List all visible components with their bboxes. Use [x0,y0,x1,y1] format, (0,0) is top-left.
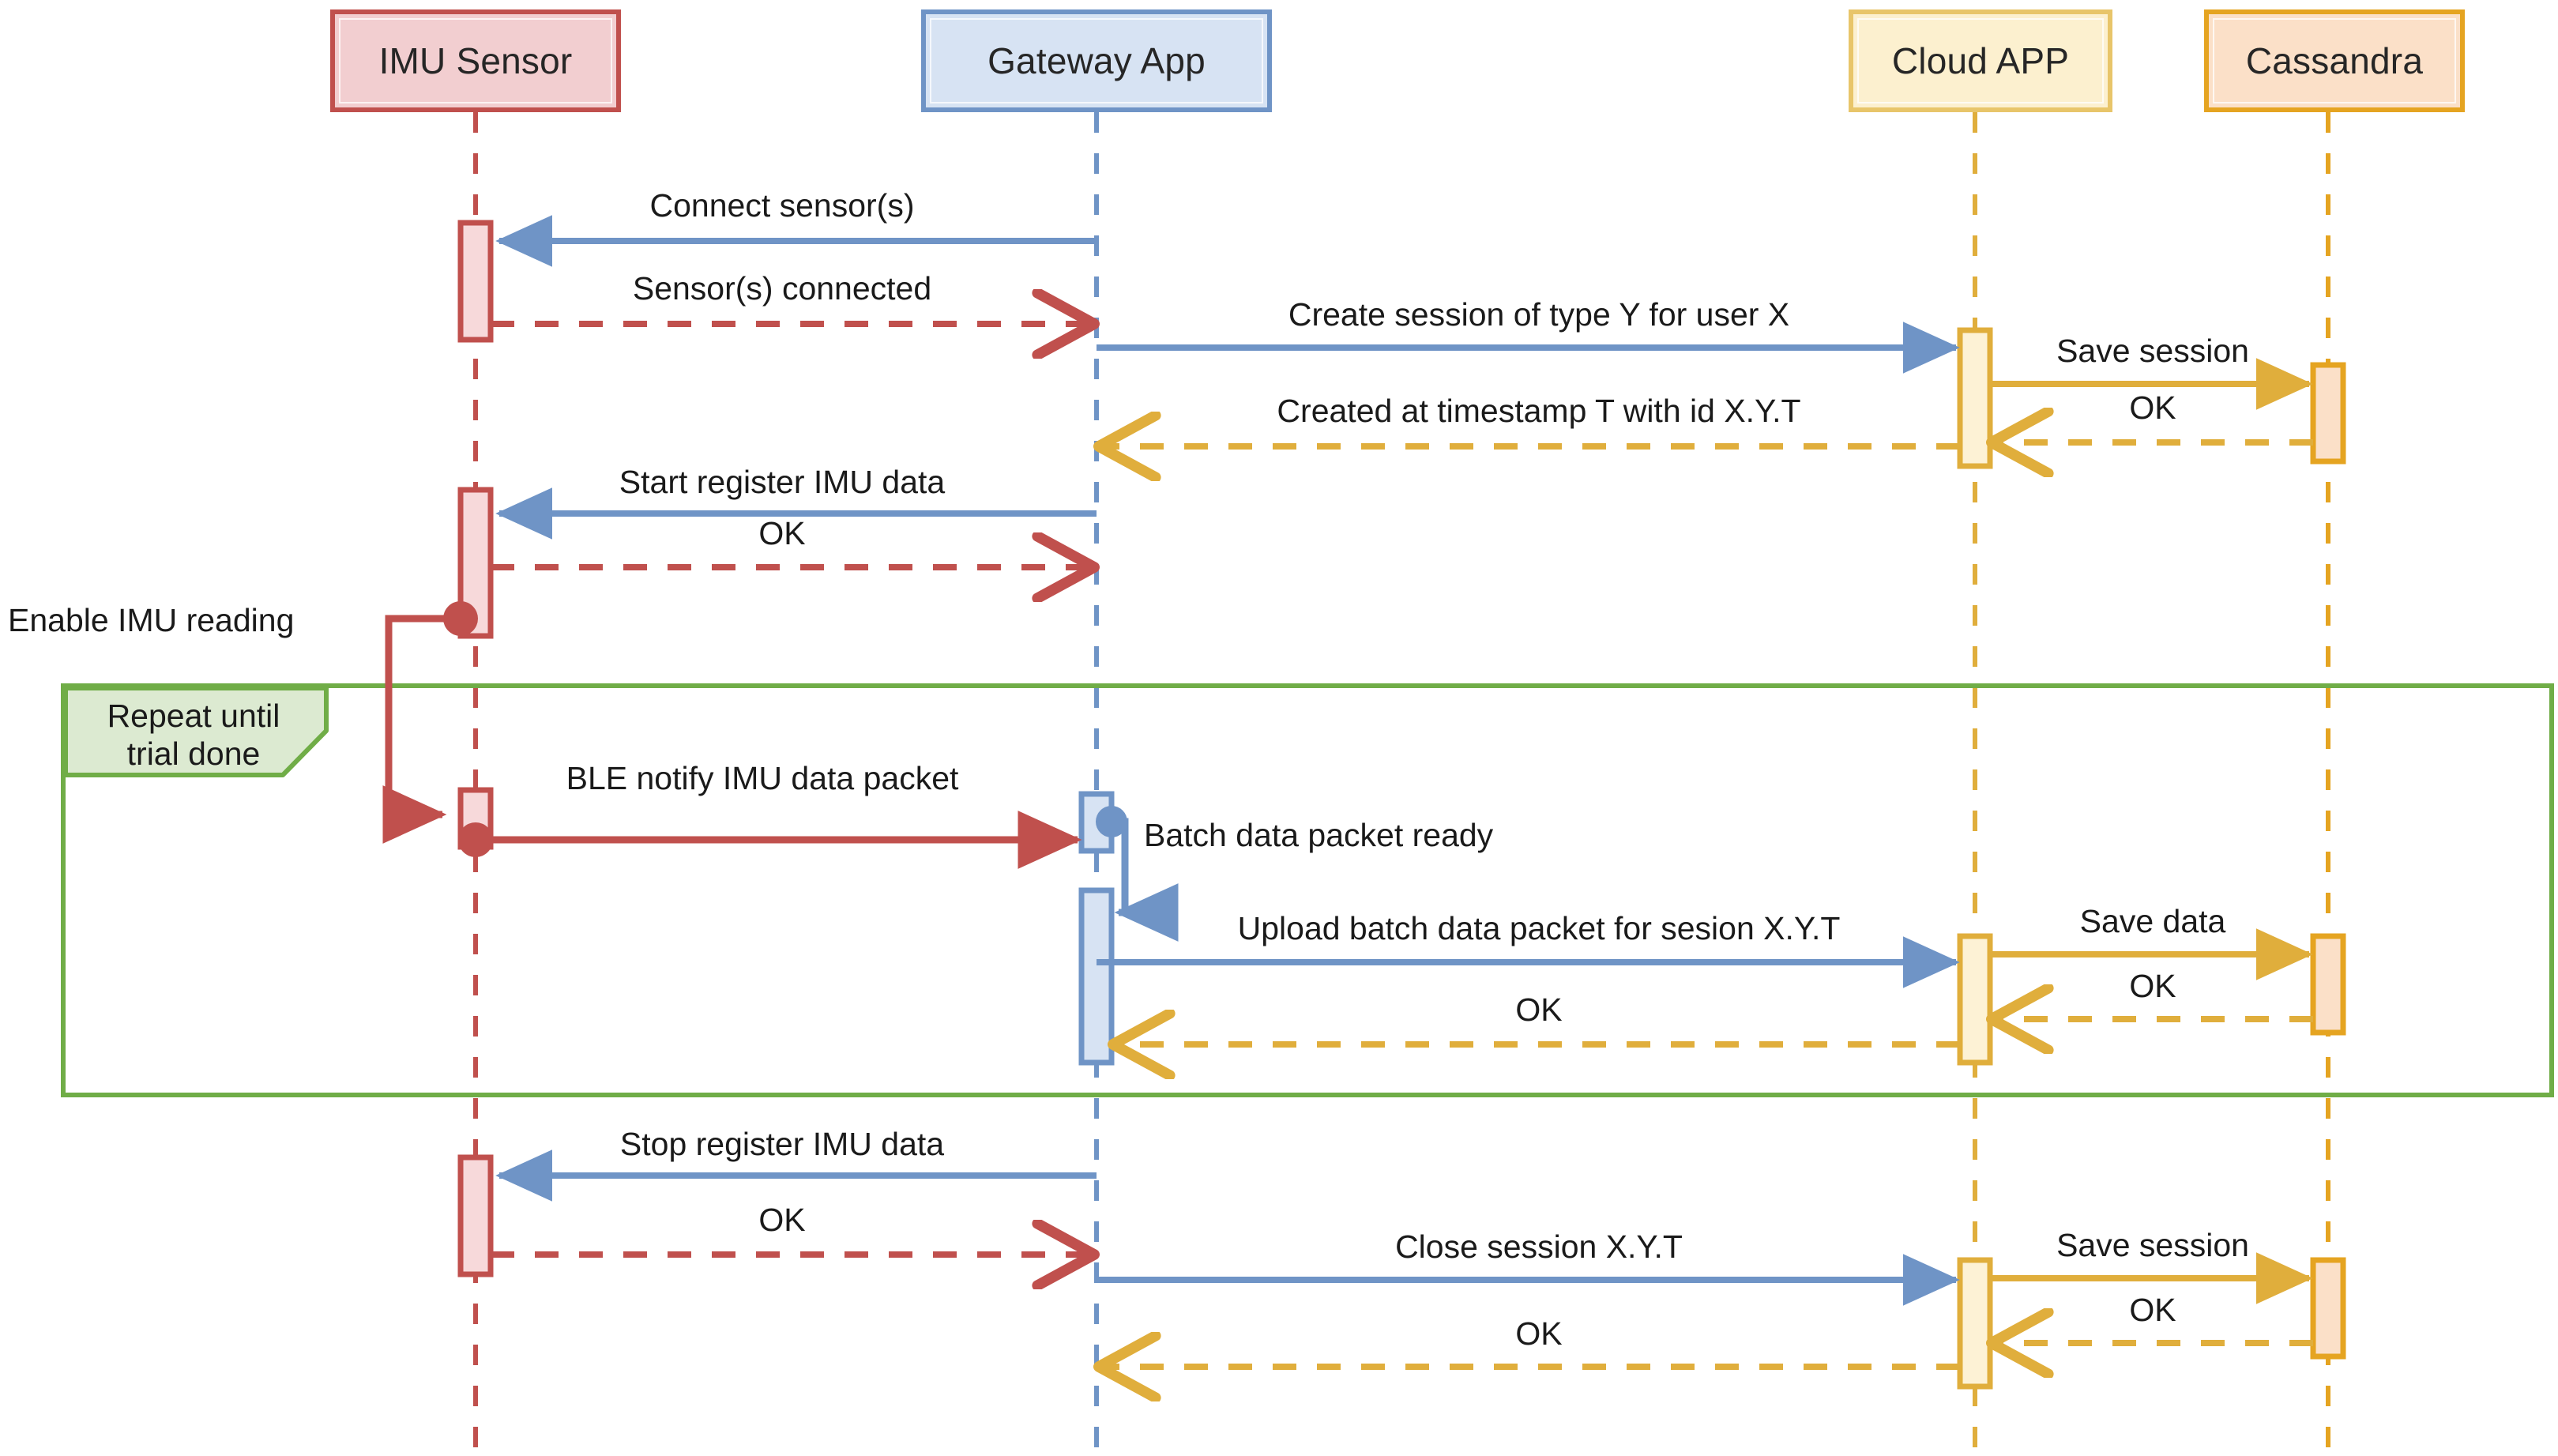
message-label-ble-notify: BLE notify IMU data packet [566,760,959,796]
message-label-ok-cassandra-3: OK [2129,1292,2176,1328]
activation-imu-1 [457,220,494,343]
participant-imu-sensor[interactable]: IMU Sensor [330,9,621,112]
activation-cass-3 [2310,1257,2346,1360]
message-label-sensors-connected: Sensor(s) connected [632,270,932,307]
message-label-ok-upload: OK [1515,991,1563,1028]
loop-frame-label: Repeat until trial done [107,698,280,773]
participant-cloud-app[interactable]: Cloud APP [1849,9,2112,112]
participant-label-imu-sensor: IMU Sensor [378,40,573,81]
activation-cloud-3 [1957,1257,1993,1390]
arrow-enable-imu-reading [382,601,478,844]
message-label-save-session-1: Save session [2056,333,2249,369]
message-label-stop-register-imu: Stop register IMU data [619,1126,945,1162]
message-label-ok-cassandra-1: OK [2129,389,2176,426]
message-label-ok-cassandra-2: OK [2129,968,2176,1004]
activation-cass-2 [2310,933,2346,1036]
message-label-ok-start-register: OK [758,515,806,551]
message-label-ok-close-session: OK [1515,1315,1563,1352]
message-label-start-register-imu: Start register IMU data [619,464,946,500]
message-label-enable-imu-reading: Enable IMU reading [8,602,295,638]
message-label-ok-stop-register: OK [758,1202,806,1238]
participant-gateway-app[interactable]: Gateway App [921,9,1272,112]
participant-label-cassandra: Cassandra [2245,40,2424,81]
message-label-created-at-timestamp: Created at timestamp T with id X.Y.T [1277,393,1801,429]
message-arrows [382,215,2313,1367]
participant-cassandra[interactable]: Cassandra [2204,9,2465,112]
activation-cass-1 [2310,362,2346,465]
message-label-save-session-2: Save session [2056,1227,2249,1263]
arrow-batch-data-packet-ready [1096,806,1179,942]
loop-frame [61,683,2554,1097]
message-label-batch-data-packet-ready: Batch data packet ready [1144,817,1494,853]
activation-gateway-2 [1078,887,1115,1066]
message-label-connect-sensors: Connect sensor(s) [649,187,915,224]
participant-label-gateway-app: Gateway App [987,40,1206,81]
arrow-ble-notify [458,811,1082,869]
message-label-create-session: Create session of type Y for user X [1288,296,1790,333]
message-label-save-data: Save data [2079,903,2226,939]
participant-label-cloud-app: Cloud APP [1891,40,2070,81]
activation-imu-4 [457,1154,494,1277]
activation-cloud-2 [1957,933,1993,1066]
message-label-upload-batch-data: Upload batch data packet for sesion X.Y.… [1237,910,1841,946]
activation-cloud-1 [1957,327,1993,469]
message-label-close-session: Close session X.Y.T [1395,1228,1683,1265]
